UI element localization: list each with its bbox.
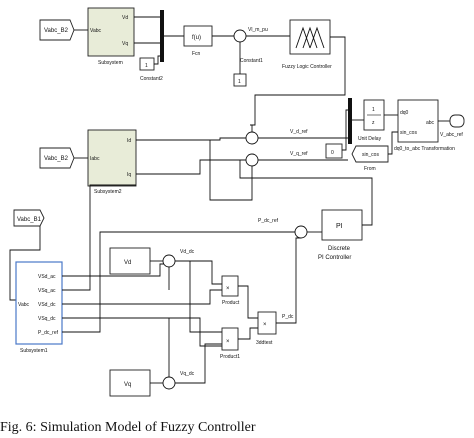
vq-dc-label: Vq_dc [180, 371, 195, 377]
p-dc-ref-label: P_dc_ref [258, 218, 279, 224]
vd-source-block[interactable] [109, 247, 151, 275]
product1-block[interactable] [221, 327, 239, 351]
subsystem1-out2: VSq_ac [38, 288, 56, 294]
product1-sym: × [226, 339, 230, 345]
constant1-value: 1 [238, 79, 241, 85]
sum-mid-bottom[interactable] [245, 153, 259, 167]
v-d-ref-label: V_d_ref [290, 129, 308, 135]
figure-caption: Fig. 6: Simulation Model of Fuzzy Contro… [0, 420, 256, 435]
mux-right[interactable] [348, 98, 352, 144]
fuzzy-name: Fuzzy Logic Controller [282, 64, 332, 70]
out-port[interactable] [449, 114, 465, 128]
unit-delay-num: 1 [372, 107, 375, 113]
sum-vd[interactable] [162, 254, 176, 268]
subsystem1-block[interactable] [15, 261, 63, 345]
fuzzy-mf-icon [295, 26, 311, 49]
product1-name: Product1 [220, 354, 240, 360]
dq0-name: dq0_to_abc Transformation [394, 146, 455, 152]
pi-label: PI [336, 223, 343, 230]
sum-top[interactable] [233, 29, 247, 43]
const-zero-block[interactable] [325, 143, 343, 159]
vd-source-label: Vd [124, 260, 131, 266]
subsystem-out2-label: Vq [122, 41, 128, 47]
sum-vq[interactable] [162, 376, 176, 390]
p-dc-label: P_dc [282, 314, 294, 320]
vabc-b2-goto-mid[interactable] [39, 147, 75, 169]
vabc-b1-goto[interactable] [13, 209, 45, 227]
subsystem1-out5: P_dc_ref [38, 330, 59, 336]
vq-source-block[interactable] [109, 369, 151, 397]
vabc-b2-top-label: Vabc_B2 [44, 28, 69, 34]
fuzzy-logic-controller[interactable] [289, 19, 331, 55]
subsystem2-out1-label: Id [127, 138, 131, 144]
pi-name2: PI Controller [318, 255, 351, 261]
unit-delay-name: Unit Delay [358, 136, 382, 142]
add-block[interactable] [257, 311, 277, 335]
dq0-to-abc-block[interactable] [397, 99, 439, 143]
out-port-label: V_abc_ref [440, 132, 463, 138]
mux-top[interactable] [160, 10, 164, 62]
constant1-name: Constant1 [240, 58, 263, 64]
subsystem2-in-label: Iabc [90, 156, 100, 162]
vabc-b2-goto-top[interactable] [39, 19, 75, 41]
product-block[interactable] [221, 275, 239, 297]
constant2-value: 1 [145, 63, 148, 69]
v-q-ref-label: V_q_ref [290, 151, 308, 157]
subsystem-in-label: Vabc [90, 28, 102, 34]
dq0-out: abc [426, 120, 435, 126]
subsystem1-out1: VSd_ac [38, 274, 56, 280]
const-zero-value: 0 [331, 150, 334, 156]
subsystem1-in-label: Vabc [18, 302, 30, 308]
from-label: sin_cos [362, 152, 379, 158]
from-name: From [364, 166, 376, 172]
dq0-in2: sin_cos [400, 130, 417, 136]
subsystem-out1-label: Vd [122, 15, 128, 21]
constant2-name: Constant2 [140, 76, 163, 82]
vabc-b1-label: Vabc_B1 [17, 217, 42, 223]
fcn-label: f(u) [192, 35, 201, 41]
subsystem1-name: Subsystem1 [20, 348, 48, 354]
subsystem1-out4: VSq_dc [38, 316, 56, 322]
vlm-pu-label: Vl_m_pu [248, 27, 268, 33]
add-sym: × [263, 322, 267, 328]
subsystem-block[interactable] [87, 7, 135, 57]
vd-dc-label: Vd_dc [180, 249, 195, 255]
vq-source-label: Vq [124, 382, 131, 388]
sum-pi[interactable] [294, 225, 308, 239]
subsystem-name: Subsystem [98, 60, 123, 66]
subsystem2-block[interactable] [87, 129, 137, 187]
unit-delay-den: z [372, 120, 375, 126]
sum-mid-top[interactable] [245, 131, 259, 145]
subsystem2-name: Subsystem2 [94, 189, 122, 195]
from-sin-cos[interactable] [351, 145, 389, 163]
product-name: Product [222, 300, 240, 306]
pi-name1: Discrete [328, 246, 351, 252]
product-sym: × [226, 286, 230, 292]
add-name: 3ddtest [256, 340, 273, 346]
dq0-in1: dq0 [400, 110, 409, 116]
subsystem2-out2-label: Iq [127, 172, 131, 178]
vabc-b2-mid-label: Vabc_B2 [44, 156, 69, 162]
fcn-name: Fcn [192, 51, 201, 57]
subsystem1-out3: VSd_dc [38, 302, 56, 308]
